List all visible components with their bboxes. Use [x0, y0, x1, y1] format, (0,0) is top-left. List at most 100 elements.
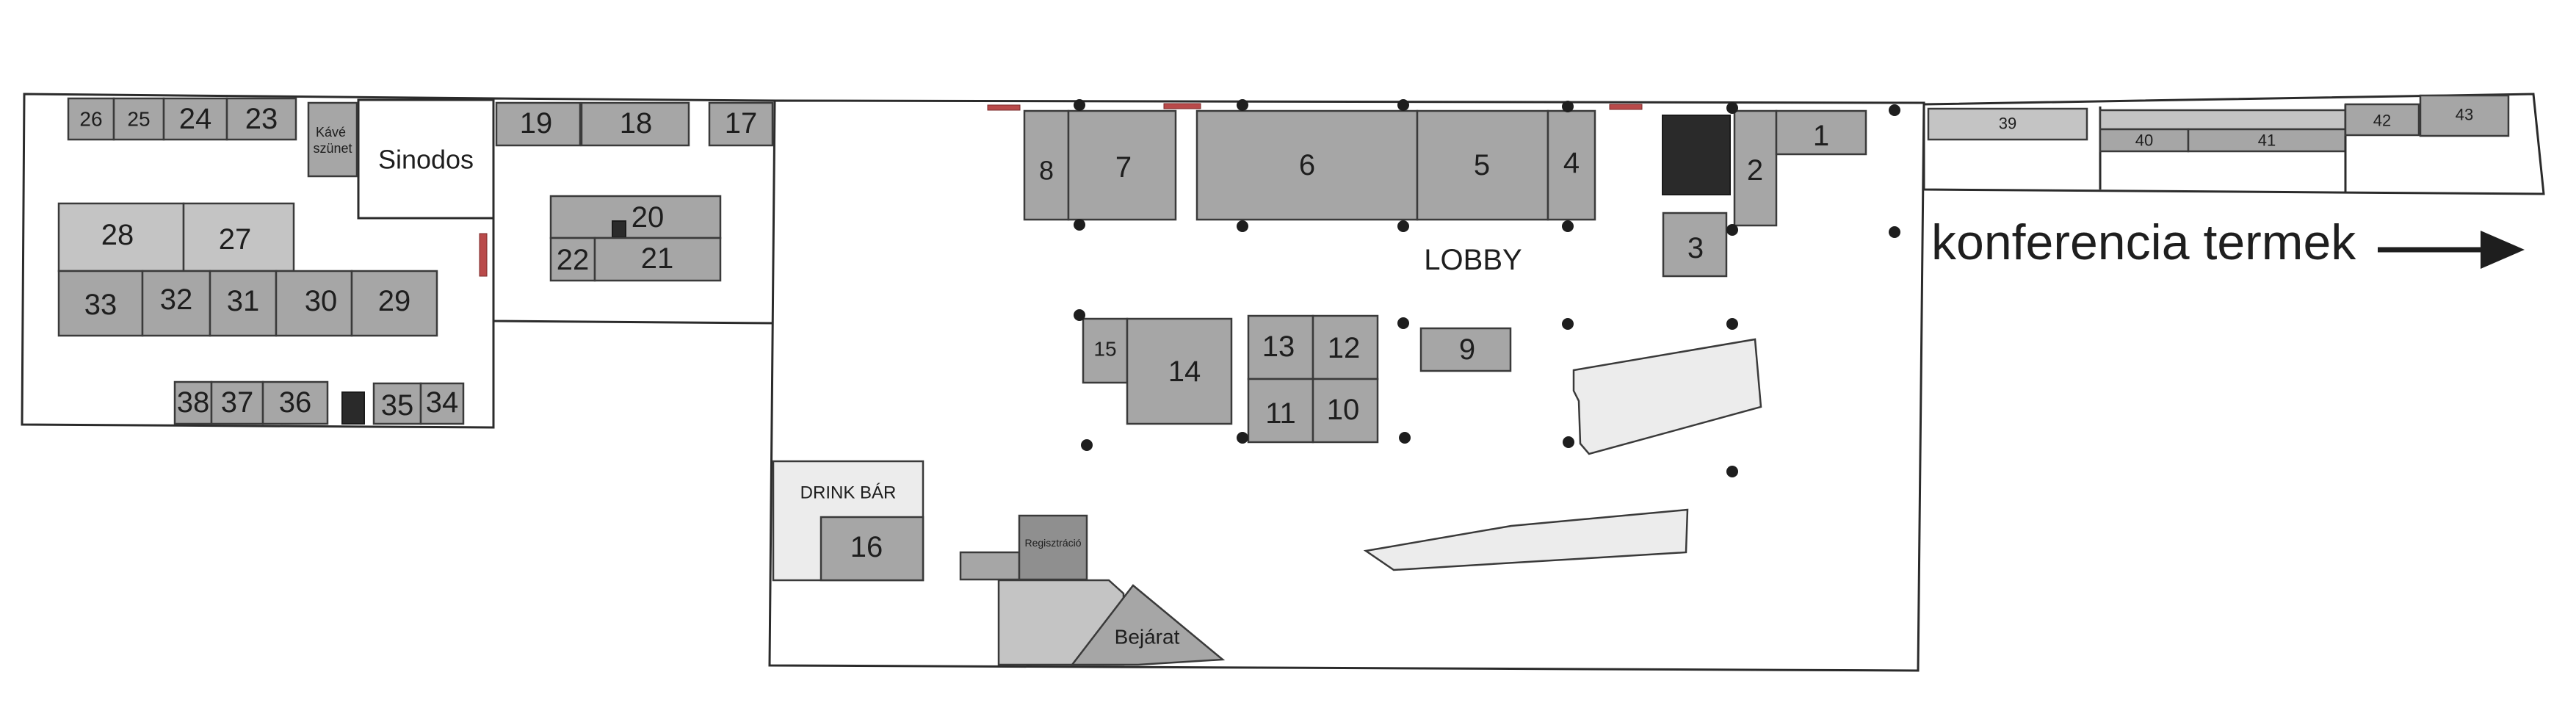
booth-label-18: 18: [620, 107, 653, 140]
column: [1397, 220, 1409, 232]
column: [1562, 101, 1574, 112]
booth-label-4: 4: [1563, 147, 1580, 179]
booth-21[interactable]: [593, 237, 722, 282]
coffee-break-area: [307, 101, 358, 178]
booth-38[interactable]: [173, 380, 213, 425]
booth-3[interactable]: [1662, 212, 1728, 278]
booth-6[interactable]: [1195, 109, 1419, 221]
booth-label-6: 6: [1299, 149, 1315, 181]
booth-2[interactable]: [1733, 109, 1778, 227]
booth-label-34: 34: [426, 386, 459, 419]
booth-label-36: 36: [279, 386, 312, 419]
booth-label-39: 39: [1999, 115, 2016, 133]
booth-33[interactable]: [57, 270, 144, 337]
booth-42[interactable]: [2344, 103, 2420, 137]
booth-label-43: 43: [2456, 106, 2473, 124]
sinodos-room: [357, 98, 495, 220]
booth-label-15: 15: [1093, 338, 1116, 361]
booth-43[interactable]: [2419, 94, 2510, 137]
booth-10[interactable]: [1311, 378, 1379, 444]
booth-41[interactable]: [2187, 128, 2347, 153]
lobby-counter-shape: [1572, 338, 1762, 455]
coffee-break-label: Kávé szünet: [313, 125, 352, 156]
column: [1397, 317, 1409, 329]
booth-label-7: 7: [1115, 151, 1132, 184]
column: [1726, 318, 1738, 330]
booth-label-25: 25: [127, 108, 150, 131]
booth-label-14: 14: [1168, 355, 1201, 388]
booth-36[interactable]: [261, 380, 329, 425]
registration-desk[interactable]: [1018, 514, 1088, 581]
booth-label-26: 26: [79, 108, 102, 131]
column: [1397, 99, 1409, 111]
booth-9[interactable]: [1419, 327, 1512, 372]
lobby-doors: [987, 103, 1643, 111]
booth-8[interactable]: [1023, 109, 1070, 221]
booth-group-middle-left: 33 32 31 30 29: [57, 270, 438, 337]
booth-label-30: 30: [305, 285, 338, 317]
drink-bar-label: DRINK BÁR: [800, 483, 897, 503]
entrance-marker[interactable]: [1070, 584, 1226, 666]
conference-rooms-label: konferencia termek: [1931, 214, 2356, 270]
column: [1726, 102, 1738, 114]
pillar-block: [341, 391, 365, 425]
booth-28[interactable]: [57, 202, 185, 272]
booth-label-3: 3: [1687, 232, 1704, 264]
column: [1237, 220, 1248, 232]
booth-20[interactable]: [549, 195, 722, 239]
booth-29[interactable]: [350, 270, 438, 337]
booth-23[interactable]: [225, 97, 297, 141]
column: [1237, 99, 1248, 111]
booth-30[interactable]: [275, 270, 353, 337]
booth-label-17: 17: [725, 107, 758, 140]
booth-label-42: 42: [2373, 112, 2391, 130]
pillar-small: [612, 220, 626, 238]
coffee-break-line: Kávé: [316, 125, 346, 140]
lobby-label: LOBBY: [1424, 244, 1522, 276]
storage-block: [1662, 115, 1731, 195]
door-top-3: [1609, 104, 1643, 110]
booth-39[interactable]: [1927, 107, 2088, 141]
column: [1399, 432, 1411, 444]
booth-1[interactable]: [1775, 109, 1867, 156]
booth-14[interactable]: [1126, 317, 1233, 425]
booth-4[interactable]: [1546, 109, 1596, 221]
booth-group-bottom-left: 38 37 36 35 34: [173, 380, 465, 425]
lobby-columns: [1074, 99, 1900, 477]
column: [1237, 432, 1248, 444]
booth-label-22: 22: [557, 244, 590, 276]
booth-31[interactable]: [209, 270, 278, 337]
booth-label-11: 11: [1265, 397, 1296, 430]
booth-label-10: 10: [1327, 394, 1360, 426]
booth-label-20: 20: [632, 201, 665, 234]
booth-13[interactable]: [1247, 314, 1314, 380]
booth-label-33: 33: [84, 289, 117, 321]
booth-27[interactable]: [182, 202, 295, 272]
booth-7[interactable]: [1067, 109, 1177, 221]
booth-label-2: 2: [1747, 154, 1763, 187]
booth-15[interactable]: [1082, 317, 1129, 384]
booth-18[interactable]: [580, 101, 690, 147]
column: [1562, 220, 1574, 232]
booth-label-13: 13: [1262, 331, 1295, 363]
column: [1726, 466, 1738, 477]
booth-37[interactable]: [210, 380, 264, 425]
booth-16[interactable]: [820, 516, 925, 582]
booth-label-16: 16: [850, 531, 883, 563]
registration-side-desk: [959, 551, 1021, 581]
column: [1562, 318, 1574, 330]
booth-17[interactable]: [708, 101, 774, 147]
booth-label-37: 37: [221, 386, 254, 419]
booth-19[interactable]: [495, 101, 582, 147]
booth-5[interactable]: [1416, 109, 1549, 221]
booth-41-top-strip: [2099, 109, 2347, 131]
booth-label-28: 28: [101, 219, 134, 251]
booth-34[interactable]: [419, 382, 465, 425]
coffee-break-line: szünet: [313, 141, 352, 156]
column: [1726, 224, 1738, 236]
booth-label-24: 24: [179, 103, 212, 135]
door-top-1: [987, 104, 1021, 111]
booth-35[interactable]: [372, 382, 422, 425]
booth-12[interactable]: [1311, 314, 1379, 380]
